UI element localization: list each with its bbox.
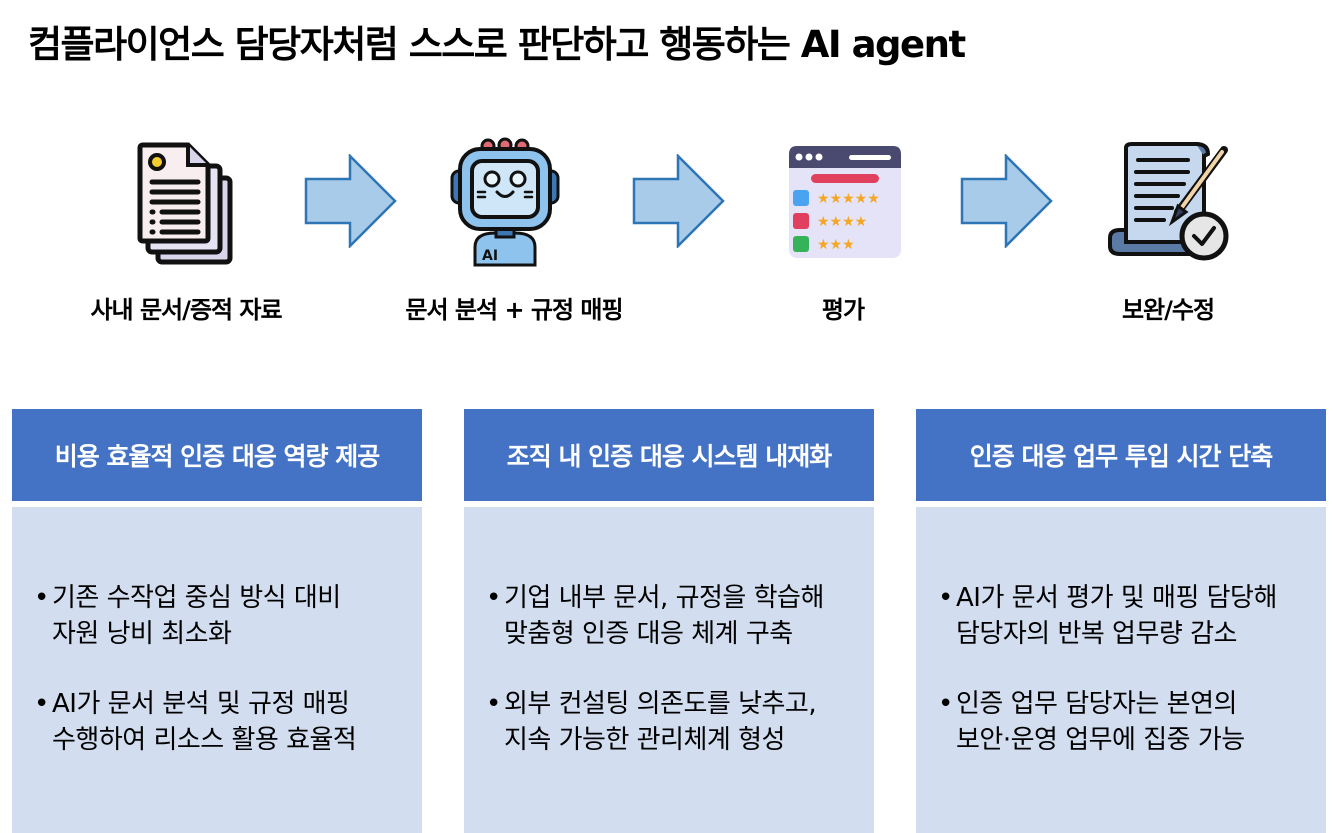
bullet-icon: • [486,689,501,719]
card-body-cost-efficiency: • 기존 수작업 중심 방식 대비 자원 낭비 최소화 • AI가 문서 분석 … [12,507,422,833]
list-item: • 인증 업무 담당자는 본연의 보안·운영 업무에 집중 가능 [938,686,1245,758]
step-label-analysis-mapping: 문서 분석 + 규정 매핑 [405,296,623,324]
document-edit-check-icon [1108,142,1229,261]
page-title: 컴플라이언스 담당자처럼 스스로 판단하고 행동하는 AI agent [28,23,966,66]
right-arrow-icon [632,154,725,248]
ai-robot-icon: AI [450,137,560,267]
svg-text:★★★: ★★★ [817,237,855,253]
document-stack-icon [137,142,233,265]
bullet-icon: • [486,583,501,613]
list-item: • 외부 컨설팅 의존도를 낮추고, 지속 가능한 관리체계 형성 [486,686,817,758]
list-item: • 기업 내부 문서, 규정을 학습해 맞춤형 인증 대응 체계 구축 [486,580,824,652]
right-arrow-icon [960,154,1053,248]
bullet-icon: • [34,583,49,613]
card-header-cost-efficiency: 비용 효율적 인증 대응 역량 제공 [12,409,422,501]
svg-text:★★★★★: ★★★★★ [817,191,880,207]
rating-board-icon: ★★★★★ ★★★★ ★★★ [789,146,901,258]
bullet-icon: • [938,583,953,613]
bullet-icon: • [938,689,953,719]
svg-text:AI: AI [482,248,498,264]
right-arrow-icon [304,154,397,248]
card-body-internalization: • 기업 내부 문서, 규정을 학습해 맞춤형 인증 대응 체계 구축 • 외부… [464,507,874,833]
card-body-time-reduction: • AI가 문서 평가 및 매핑 담당해 담당자의 반복 업무량 감소 • 인증… [916,507,1326,833]
bullet-icon: • [34,689,49,719]
list-item: • 기존 수작업 중심 방식 대비 자원 낭비 최소화 [34,580,341,652]
step-label-revision: 보완/수정 [1121,296,1215,324]
step-label-evaluation: 평가 [821,296,865,324]
list-item: • AI가 문서 분석 및 규정 매핑 수행하여 리소스 활용 효율적 [34,686,357,758]
card-header-time-reduction: 인증 대응 업무 투입 시간 단축 [916,409,1326,501]
svg-text:★★★★: ★★★★ [817,214,867,230]
list-item: • AI가 문서 평가 및 매핑 담당해 담당자의 반복 업무량 감소 [938,580,1277,652]
step-label-source-documents: 사내 문서/증적 자료 [90,296,282,324]
card-header-internalization: 조직 내 인증 대응 시스템 내재화 [464,409,874,501]
